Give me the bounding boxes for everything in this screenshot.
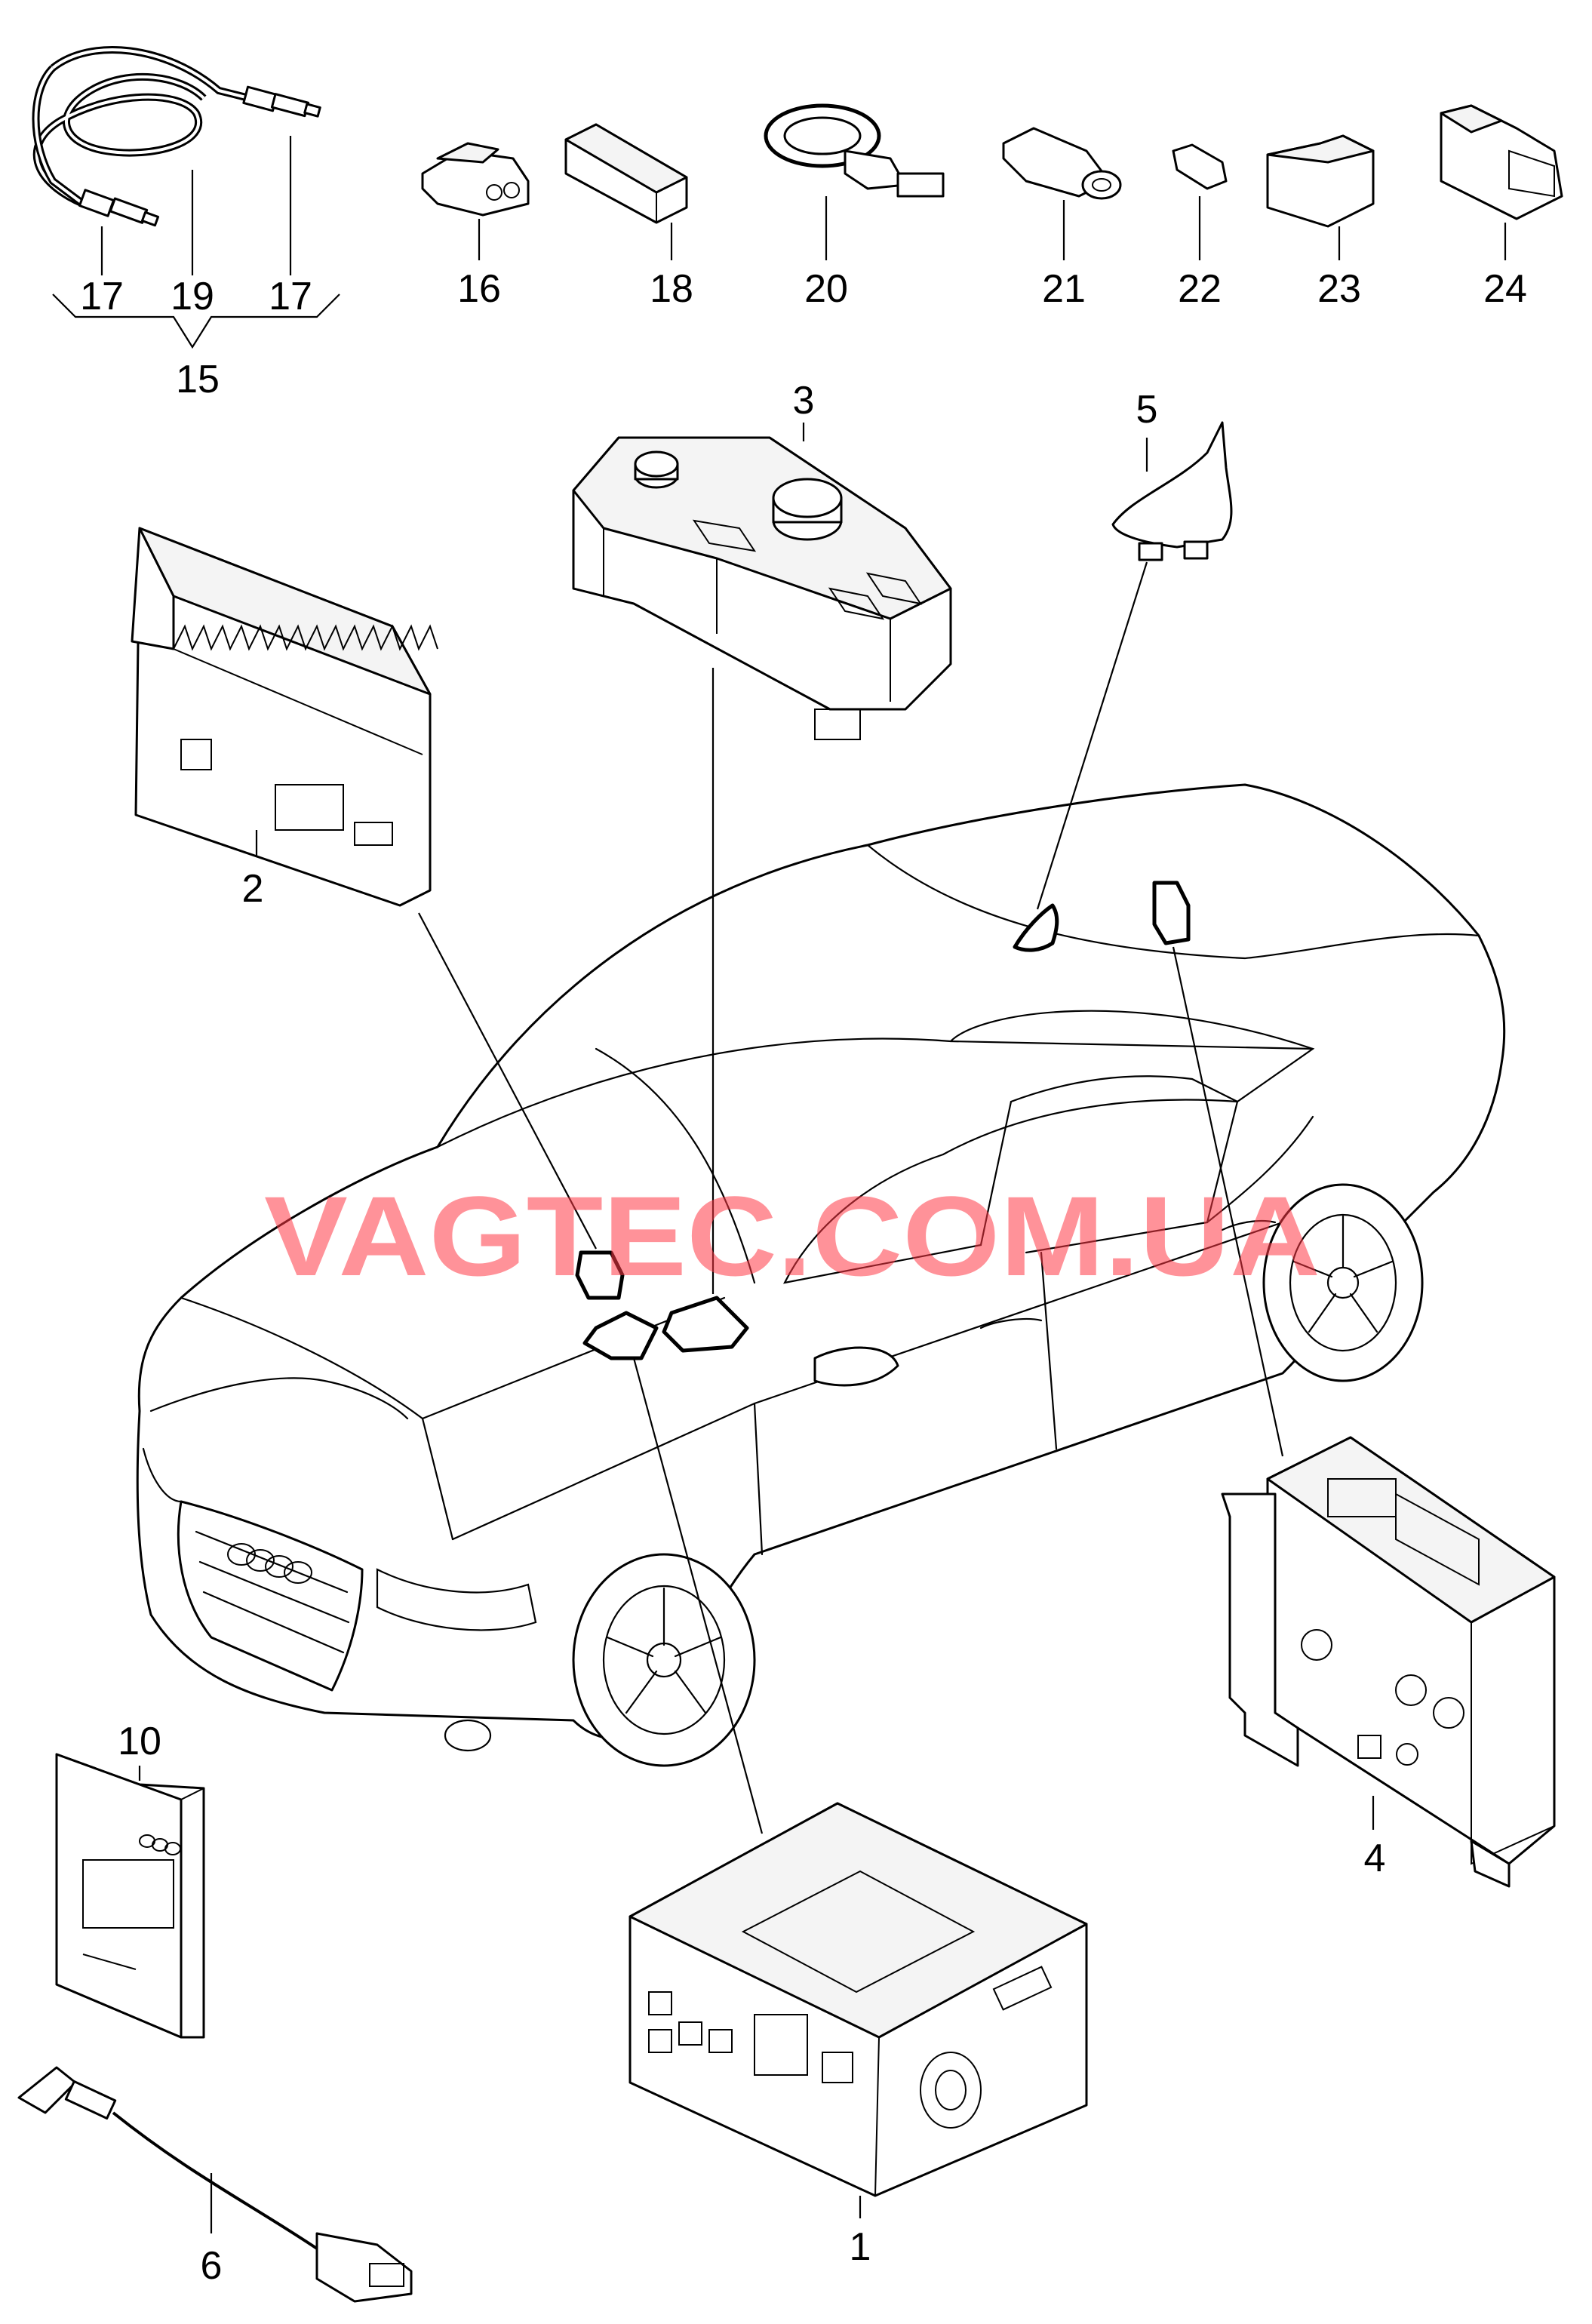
manual-booklet-part-10 — [55, 1753, 205, 2039]
control-panel-part-3 — [572, 423, 952, 740]
callout-18: 18 — [650, 267, 693, 311]
leader-lines — [418, 561, 1284, 1834]
callout-16: 16 — [457, 267, 501, 311]
callout-1: 1 — [850, 2225, 871, 2269]
callout-17a: 17 — [80, 275, 124, 318]
callout-23: 23 — [1317, 267, 1361, 311]
coiled-cable-part-15 — [32, 46, 321, 227]
head-unit-part-1 — [629, 1802, 1088, 2218]
callout-15: 15 — [176, 358, 220, 401]
callout-10: 10 — [118, 1720, 161, 1763]
callout-6: 6 — [201, 2244, 223, 2288]
module-part-4 — [1221, 1436, 1556, 1888]
marker-part-4-location — [1152, 881, 1191, 945]
callout-22: 22 — [1178, 267, 1222, 311]
watermark-text: VAGTEC.COM.UA — [264, 1173, 1320, 1299]
marker-part-2-location — [575, 1250, 625, 1300]
plug-22 — [1172, 143, 1228, 260]
callout-21: 21 — [1042, 267, 1086, 311]
marker-part-5-location — [1013, 903, 1059, 952]
callout-4: 4 — [1364, 1837, 1386, 1880]
marker-part-3-location — [662, 1296, 749, 1353]
control-unit-part-2 — [131, 527, 438, 907]
connector-24 — [1440, 104, 1563, 260]
callout-24: 24 — [1483, 267, 1527, 311]
connector-housing-16 — [421, 142, 530, 260]
callout-2: 2 — [242, 867, 264, 911]
location-markers — [575, 881, 1191, 1360]
cover-18 — [564, 123, 688, 260]
connector-21 — [1002, 127, 1122, 260]
callout-5: 5 — [1136, 388, 1158, 432]
callout-20: 20 — [804, 267, 848, 311]
marker-part-1-location — [582, 1311, 659, 1360]
roof-antenna-part-5 — [1111, 421, 1233, 561]
bracket-leader-15 — [52, 136, 340, 349]
ring-connector-20 — [764, 103, 945, 260]
antenna-cable-part-6 — [17, 2066, 413, 2303]
callout-19: 19 — [171, 275, 214, 318]
callout-3: 3 — [793, 379, 815, 423]
car-sedan-outline — [136, 783, 1506, 1767]
cap-23 — [1266, 134, 1375, 260]
callout-17b: 17 — [269, 275, 312, 318]
